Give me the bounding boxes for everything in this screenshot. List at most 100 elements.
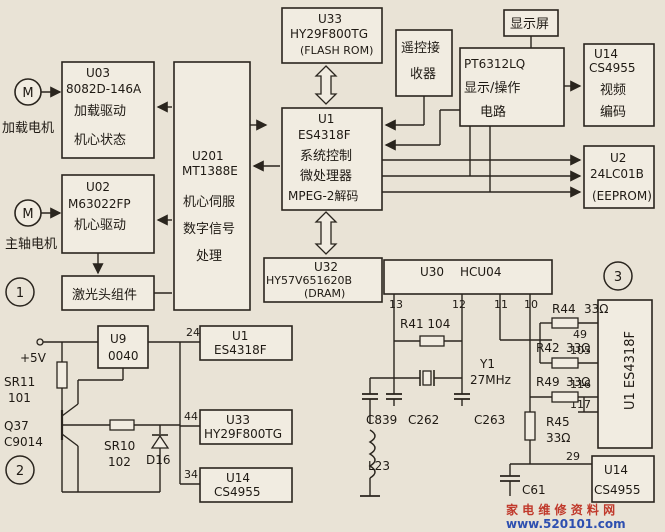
marker-3-label: 3 <box>614 270 622 285</box>
u201-func1: 机心伺服 <box>183 195 235 210</box>
watermark-line2: www.520101.com <box>506 517 626 531</box>
c263-capacitor <box>454 378 470 406</box>
c262-ref: C262 <box>408 413 439 427</box>
watermark-line1: 家 电 维 修 资 料 网 <box>506 502 615 517</box>
y1-ref: Y1 <box>479 357 495 371</box>
u201-func2: 数字信号 <box>183 222 235 237</box>
marker-1-label: 1 <box>16 286 24 301</box>
bus-cpu-to-dram <box>314 211 338 255</box>
q37-transistor <box>60 368 124 492</box>
laser-head-block: 激光头组件 <box>61 275 155 311</box>
remote-line2: 收器 <box>410 67 436 82</box>
sr10-resistor <box>109 419 135 431</box>
u1-pwr-ref: U1 <box>232 329 248 343</box>
sr11-val: 101 <box>8 391 31 405</box>
u1-power-target: U1 ES4318F <box>199 325 293 361</box>
sr11-resistor <box>56 361 68 389</box>
u02-mech-driver: U02 M63022FP 机心驱动 <box>61 174 155 254</box>
laser-label: 激光头组件 <box>72 288 137 303</box>
r44-resistor <box>551 317 579 329</box>
supply-label: +5V <box>20 351 47 365</box>
bus-flash-to-cpu <box>314 65 338 105</box>
u14-top-func1: 视频 <box>600 83 626 98</box>
u14-bottom-part: CS4955 <box>594 483 641 497</box>
r42-resistor <box>551 357 579 369</box>
u14-bottom-pin: 29 <box>566 450 580 463</box>
loading-motor-label: 加载电机 <box>2 121 54 136</box>
r44-val: 33Ω <box>584 302 608 316</box>
u03-func2: 机心状态 <box>74 133 126 148</box>
c839-capacitor <box>362 377 394 424</box>
u14-top-part: CS4955 <box>589 61 636 75</box>
c61-ref: C61 <box>522 483 546 497</box>
u33-top-ref: U33 <box>318 12 342 26</box>
r41-resistor <box>419 335 445 347</box>
u14-bottom-block: U14 CS4955 <box>591 455 655 503</box>
spindle-motor: M 主轴电机 <box>5 199 57 252</box>
u14-top-ref: U14 <box>594 47 618 61</box>
u03-ref: U03 <box>86 66 110 80</box>
r49-resistor <box>551 391 579 403</box>
u201-func3: 处理 <box>196 249 222 264</box>
section-marker-1: 1 <box>5 277 35 307</box>
u14-pwr-ref: U14 <box>226 471 250 485</box>
u201-servo-dsp: U201 MT1388E 机心伺服 数字信号 处理 <box>173 61 251 311</box>
r44-ref: R44 <box>552 302 576 316</box>
r45-ref: R45 <box>546 415 570 429</box>
u14-bottom-ref: U14 <box>604 463 628 477</box>
u1-side-pin105: 105 <box>570 344 591 357</box>
u1-system-controller: U1 ES4318F 系统控制 微处理器 MPEG-2解码 <box>281 107 383 211</box>
u9-regulator: U9 0040 <box>97 325 149 369</box>
u03-loading-driver: U03 8082D-146A 加载驱动 机心状态 <box>61 61 155 159</box>
u2-eeprom: U2 24LC01B (EEPROM) <box>583 145 655 209</box>
loading-motor-symbol: M <box>22 86 33 101</box>
display-screen: 显示屏 <box>503 9 559 37</box>
r41-label: R41 104 <box>400 317 450 331</box>
marker-2-label: 2 <box>16 464 24 479</box>
u1-main-func3: MPEG-2解码 <box>288 189 358 203</box>
sr11-ref: SR11 <box>4 375 35 389</box>
u1-main-part: ES4318F <box>298 128 351 142</box>
remote-line1: 遥控接 <box>401 40 440 56</box>
u02-ref: U02 <box>86 180 110 194</box>
section-marker-2: 2 <box>5 455 35 485</box>
pt6312-display-driver: PT6312LQ 显示/操作 电路 <box>459 47 565 127</box>
u33-pwr-pin: 44 <box>184 410 198 423</box>
u1-main-func2: 微处理器 <box>300 169 352 184</box>
u30-pin13: 13 <box>389 298 403 311</box>
u33-pwr-ref: U33 <box>226 413 250 427</box>
u201-part: MT1388E <box>182 164 238 178</box>
u14-pwr-part: CS4955 <box>214 485 261 499</box>
u9-ref: U9 <box>110 332 126 346</box>
u02-func: 机心驱动 <box>74 218 126 233</box>
u32-dram: U32 HY57V651620B (DRAM) <box>263 257 383 303</box>
c262-capacitor <box>386 378 402 406</box>
u1-side-pin49: 49 <box>573 328 587 341</box>
u02-part: M63022FP <box>68 197 131 211</box>
u1-pwr-part: ES4318F <box>214 343 267 357</box>
r49-val: 33Ω <box>566 375 590 389</box>
q37-ref: Q37 <box>4 419 29 433</box>
u1-side-pin116: 116 <box>570 378 591 391</box>
u32-ref: U32 <box>314 260 338 274</box>
y1-crystal <box>394 370 462 386</box>
c839-ref: C839 <box>366 413 397 427</box>
u2-note: (EEPROM) <box>592 189 652 203</box>
u33-flash-rom: U33 HY29F800TG (FLASH ROM) <box>281 7 383 64</box>
c61-capacitor <box>500 463 530 496</box>
r42-val: 33Ω <box>566 341 590 355</box>
u30-pin10: 10 <box>524 298 538 311</box>
d16-diode <box>150 425 170 492</box>
u1-pwr-pin: 24 <box>186 326 200 339</box>
r45-val: 33Ω <box>546 431 570 445</box>
display-label: 显示屏 <box>510 17 549 32</box>
u30-ref: U30 <box>420 265 444 279</box>
u30-pin12: 12 <box>452 298 466 311</box>
l23-inductor <box>360 429 380 497</box>
y1-val: 27MHz <box>470 373 511 387</box>
u32-part: HY57V651620B <box>266 274 352 287</box>
spindle-motor-symbol: M <box>22 207 33 222</box>
u30-part: HCU04 <box>460 265 501 279</box>
u33-top-part: HY29F800TG <box>290 27 368 41</box>
